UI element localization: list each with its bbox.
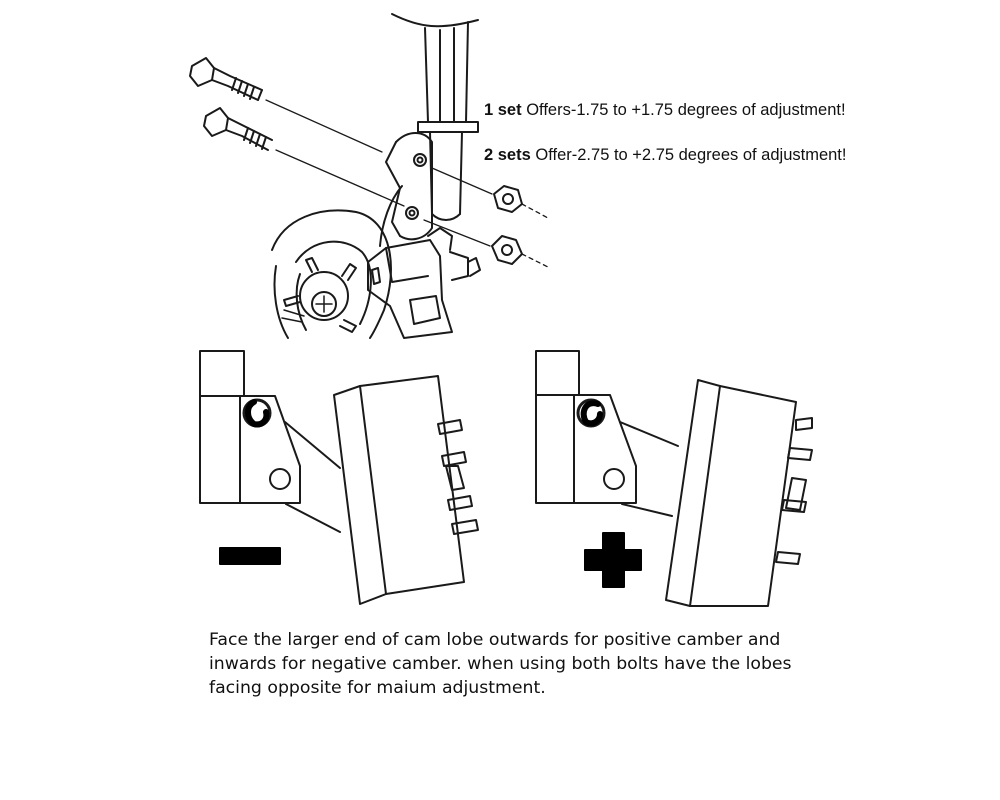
lower-bolt-hole-left [269,468,291,490]
plus-icon [584,532,642,588]
strut-body-right [535,350,637,504]
caption-line: facing opposite for maium adjustment. [209,678,546,698]
cam-bolt-right [576,398,606,428]
brake-caliper [367,227,481,339]
wheel-hub-left [333,375,479,605]
knuckle-arm-right [619,421,679,517]
strut-body-left [199,350,301,504]
camber-bolt-lower [203,107,405,207]
wheel-hub-right [665,379,813,607]
spec-count: 1 set [484,101,522,119]
nut-lower [423,219,551,269]
brake-rotor [271,209,392,339]
instruction-caption: Face the larger end of cam lobe outwards… [209,628,849,700]
spec-line-two-sets: 2 sets Offer-2.75 to +2.75 degrees of ad… [484,146,846,165]
positive-camber-diagram [535,350,813,607]
strut-tube [391,13,479,221]
nut-upper [431,167,549,219]
camber-bolt-upper [189,57,383,153]
spec-count: 2 sets [484,146,531,164]
minus-icon [219,547,281,565]
knuckle-arm-left [284,421,341,533]
spec-text: Offer-2.75 to +2.75 degrees of adjustmen… [530,146,847,164]
wheel-studs [283,257,357,333]
lower-bolt-hole-right [603,468,625,490]
negative-camber-diagram [199,350,479,605]
caption-line: inwards for negative camber. when using … [209,654,792,674]
strut-bracket [379,132,433,247]
caption-line: Face the larger end of cam lobe outwards… [209,630,781,650]
cam-bolt-left [242,398,272,428]
strut-assembly-illustration [189,13,551,339]
spec-text: Offers-1.75 to +1.75 degrees of adjustme… [521,101,846,119]
spec-line-one-set: 1 set Offers-1.75 to +1.75 degrees of ad… [484,101,846,120]
